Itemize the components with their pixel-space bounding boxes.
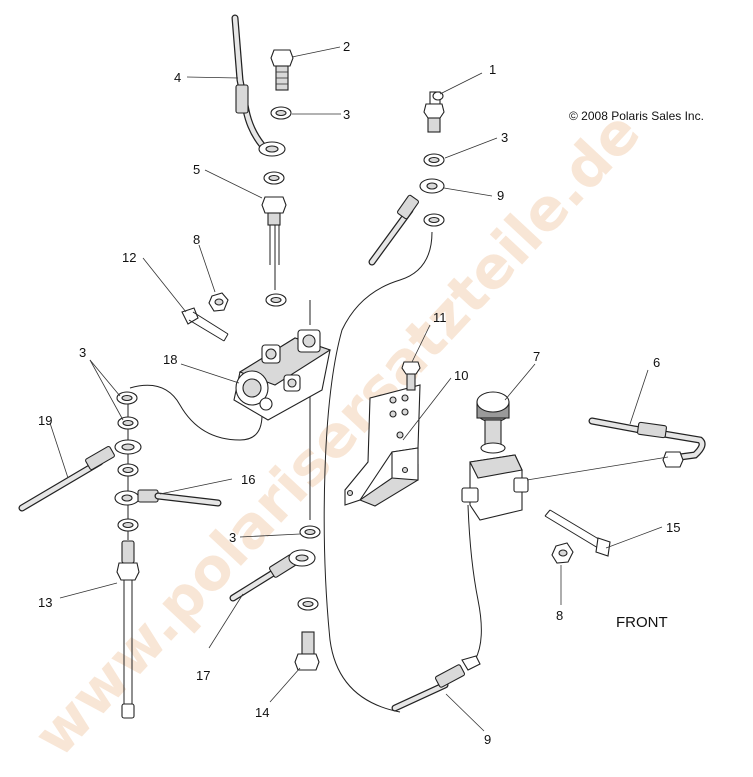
callout-3-a: 3 — [343, 107, 350, 122]
callout-8-b: 8 — [556, 608, 563, 623]
washer-17-top — [299, 525, 321, 539]
part-4-hose — [231, 14, 286, 157]
callout-16: 16 — [241, 472, 255, 487]
part-7-valve — [461, 391, 529, 521]
callout-15: 15 — [666, 520, 680, 535]
callout-19: 19 — [38, 413, 52, 428]
part-15-bolt — [544, 509, 611, 557]
part-10-bracket — [344, 384, 421, 507]
washer-17-bottom — [297, 597, 319, 611]
washer-9-top — [423, 213, 445, 227]
callout-14: 14 — [255, 705, 269, 720]
brake-line-7-9 — [467, 504, 482, 661]
callout-10: 10 — [454, 368, 468, 383]
part-9-hose-end-top — [368, 178, 445, 266]
brake-line-main — [323, 231, 433, 713]
part-19-hose — [18, 439, 142, 512]
washer-left-2 — [117, 416, 139, 430]
front-label: FRONT — [616, 614, 668, 631]
callout-9-b: 9 — [484, 732, 491, 747]
washer-18-top — [265, 293, 287, 307]
copyright-text: © 2008 Polaris Sales Inc. — [569, 109, 704, 123]
callout-3-d: 3 — [229, 530, 236, 545]
part-13-brake-line — [116, 540, 140, 719]
brake-line-18-19 — [129, 384, 263, 441]
part-5-fitting — [261, 196, 287, 265]
callout-8-a: 8 — [193, 232, 200, 247]
leader-lines — [49, 46, 669, 732]
part-11-screw — [401, 361, 421, 391]
callout-9-a: 9 — [497, 188, 504, 203]
part-17-hose — [229, 549, 316, 602]
part-8-nut-upper — [208, 292, 229, 312]
part-2-banjo-bolt — [270, 49, 294, 91]
callout-6: 6 — [653, 355, 660, 370]
callout-18: 18 — [163, 352, 177, 367]
callout-7: 7 — [533, 349, 540, 364]
washer-left-3 — [117, 463, 139, 477]
callout-1: 1 — [489, 62, 496, 77]
callout-3-b: 3 — [501, 130, 508, 145]
callout-12: 12 — [122, 250, 136, 265]
part-18-brake-block — [233, 329, 332, 421]
washer-top-2 — [263, 171, 285, 185]
part-6-line — [588, 417, 706, 468]
part-1-brake-switch — [423, 91, 445, 133]
part-12-bolt — [181, 307, 229, 342]
washer-1 — [423, 153, 445, 167]
part-14-banjo-bolt — [294, 631, 320, 671]
part-8-nut-lower — [551, 542, 574, 564]
part-16-hose — [114, 489, 222, 507]
callout-3-c: 3 — [79, 345, 86, 360]
callout-13: 13 — [38, 595, 52, 610]
callout-17: 17 — [196, 668, 210, 683]
callout-2: 2 — [343, 39, 350, 54]
watermark-text: www.polarisersatzteile.de — [21, 98, 654, 769]
callout-4: 4 — [174, 70, 181, 85]
callout-5: 5 — [193, 162, 200, 177]
washer-top-1 — [270, 106, 292, 120]
part-9-hose-end-lower — [391, 655, 481, 712]
callout-11: 11 — [433, 310, 447, 325]
washer-left-1 — [116, 391, 138, 405]
washer-left-4 — [117, 518, 139, 532]
